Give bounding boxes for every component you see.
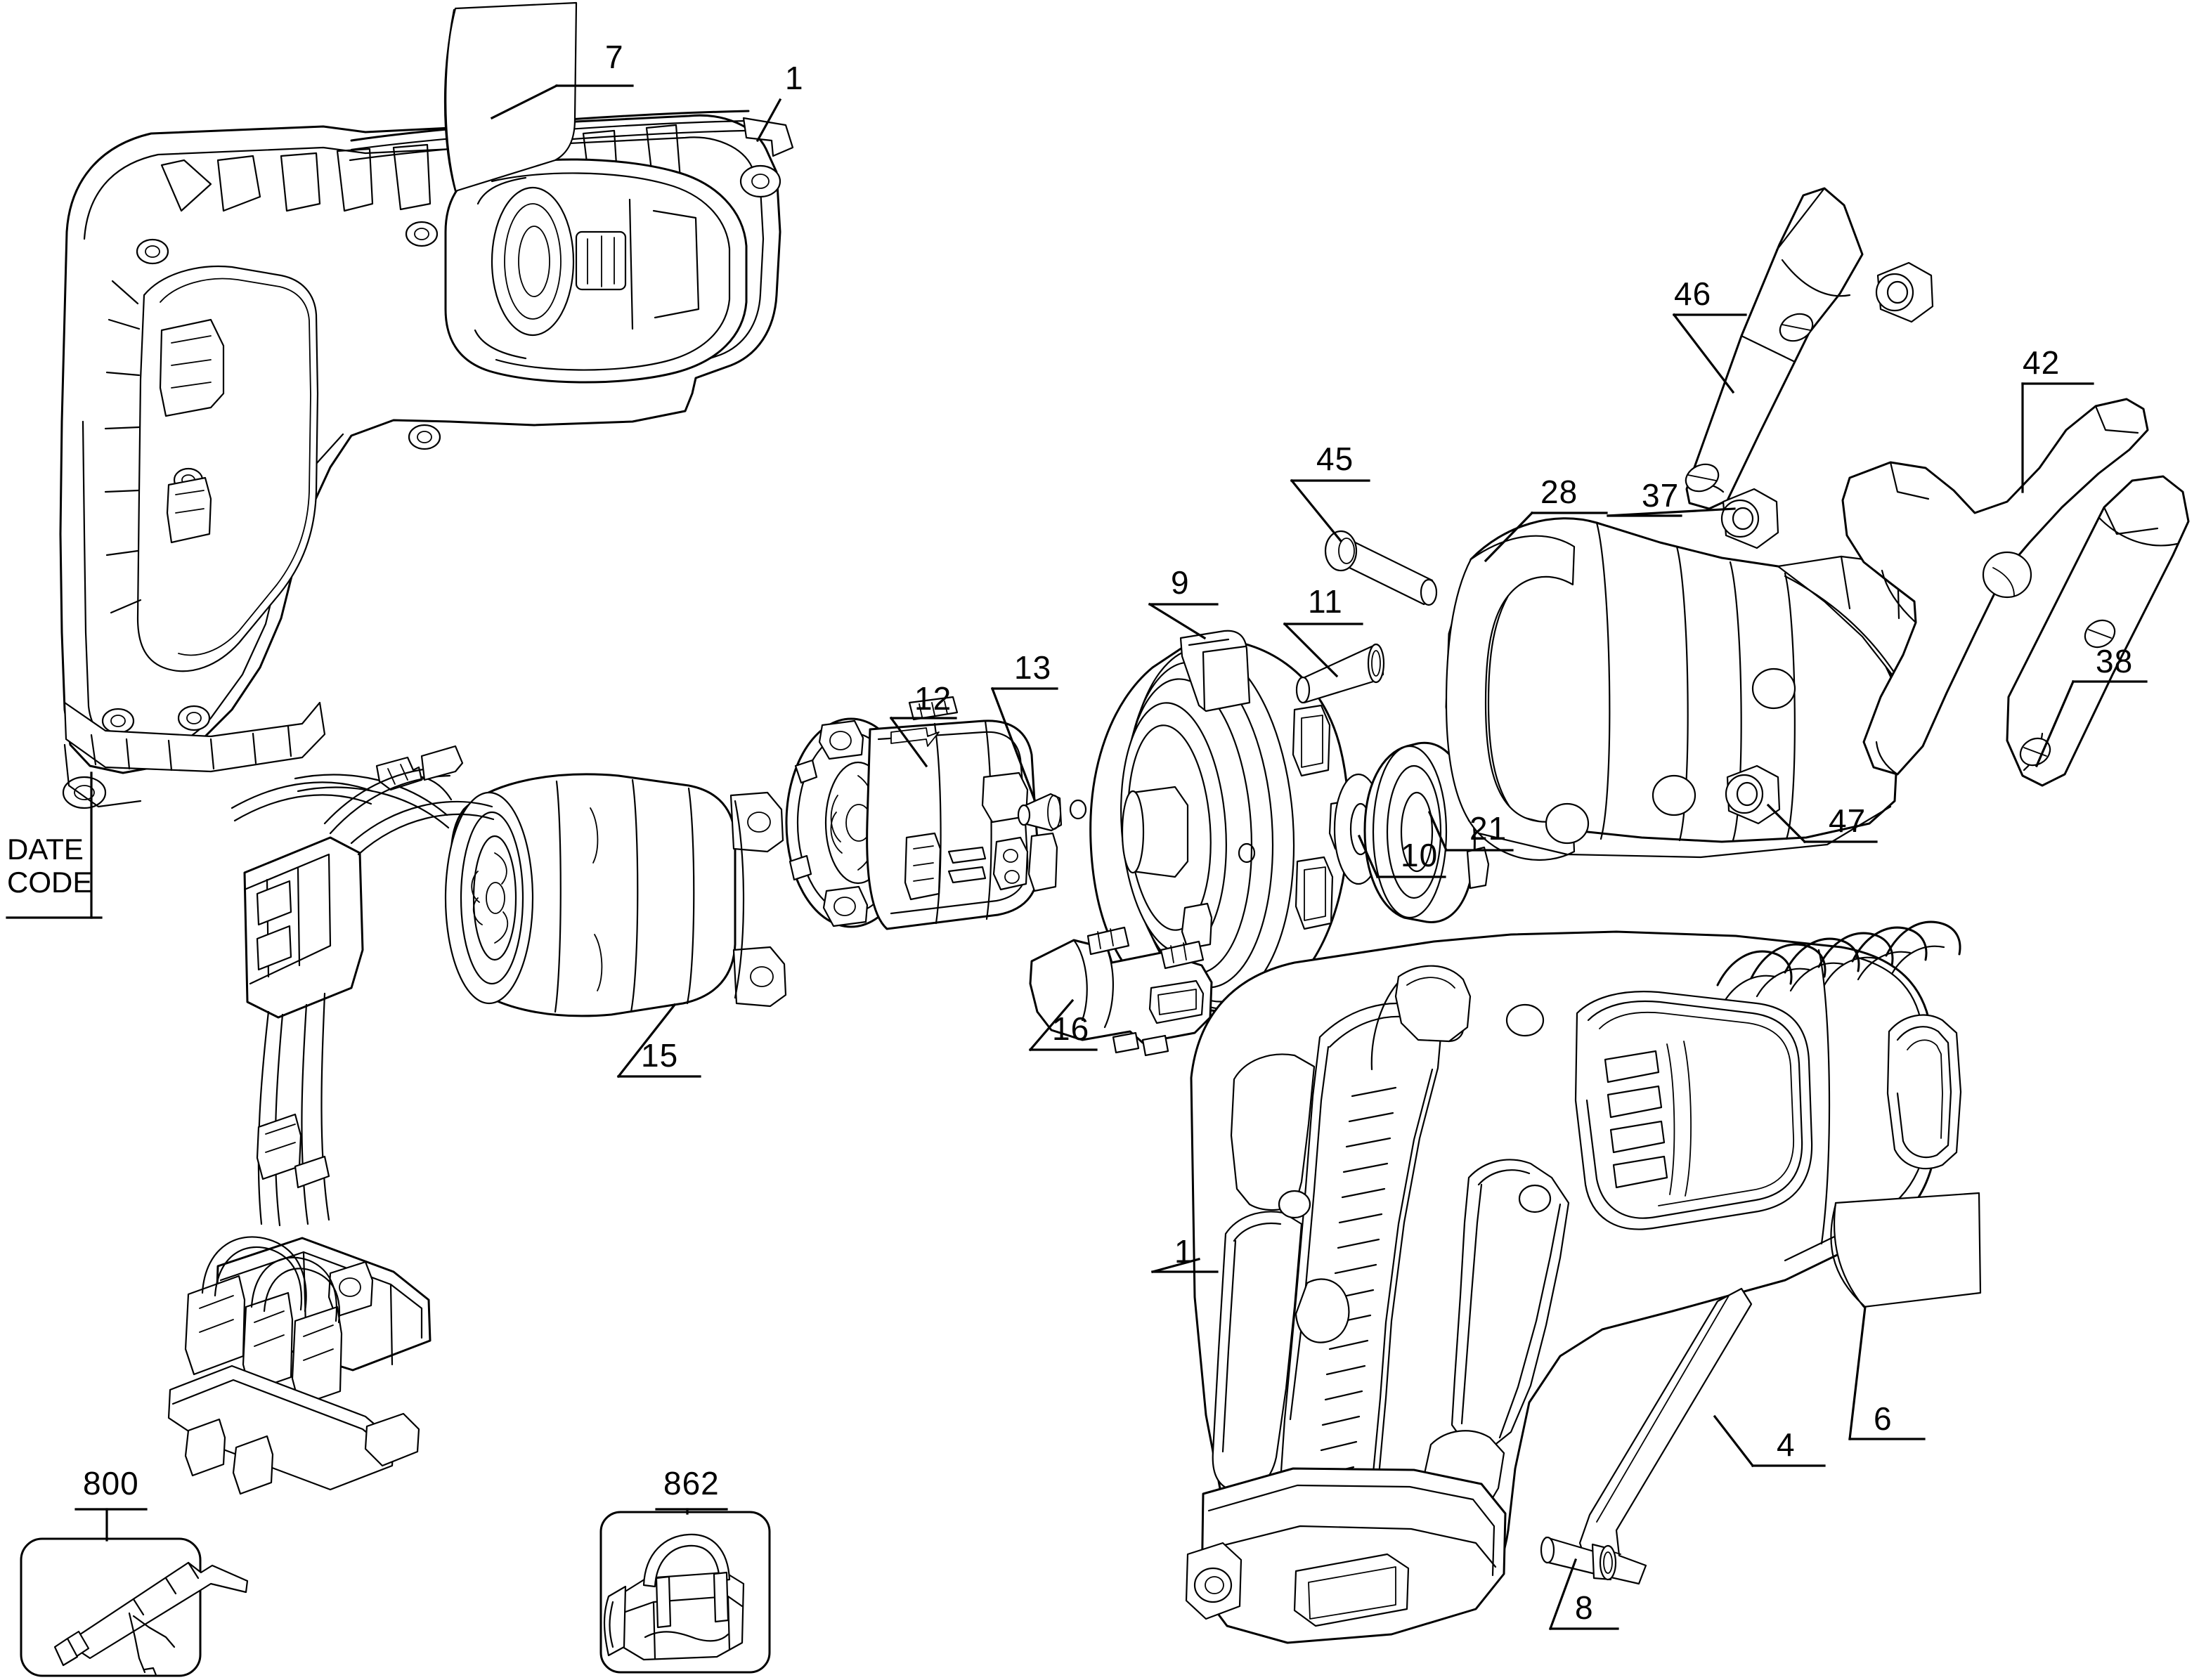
housing-clamshell-right-art [1185, 920, 1962, 1644]
callout-1-left: 1 [785, 60, 804, 96]
shoulder-bolt-art [1295, 643, 1385, 704]
vent-fins [1716, 920, 1961, 1005]
spacer-bushing-art [1725, 764, 1781, 825]
grille-slats [1604, 1041, 1692, 1197]
callout-10: 10 [1401, 837, 1439, 873]
callout-12: 12 [914, 680, 952, 717]
callout-4: 4 [1777, 1426, 1796, 1463]
dowel-pin-art [1017, 793, 1063, 832]
gear-case-cover-art [1445, 517, 1940, 861]
callout-13: 13 [1014, 649, 1052, 686]
callout-9: 9 [1171, 564, 1190, 601]
wire-connector-art [1029, 926, 1213, 1057]
switch-harness-art [167, 745, 495, 1495]
set-screw-art [1540, 1536, 1617, 1581]
callout-47: 47 [1829, 802, 1867, 839]
callout-28: 28 [1540, 474, 1578, 510]
callout-6: 6 [1874, 1400, 1893, 1437]
warning-label-decal-art [443, 1, 578, 193]
pivot-pin-long-art [1324, 530, 1438, 606]
callout-1-right: 1 [1174, 1233, 1193, 1270]
date-code-label: DATE CODE [7, 833, 93, 899]
callout-21: 21 [1469, 810, 1507, 847]
callout-800: 800 [83, 1465, 139, 1502]
clamp-lever-art [1841, 398, 2149, 776]
callout-16: 16 [1052, 1010, 1090, 1047]
callout-862: 862 [663, 1465, 720, 1502]
blade-clamp-plate-art [2006, 475, 2190, 787]
callout-7: 7 [605, 39, 624, 75]
callout-37: 37 [1642, 477, 1680, 514]
hex-wrench-art [1578, 1287, 1753, 1585]
gearbox-front-plate-art [785, 696, 1058, 930]
inset-box-800 [20, 1537, 249, 1677]
nameplate-decal-art [1830, 1192, 1982, 1308]
bushing-sleeve-art [1720, 261, 1934, 549]
callout-42: 42 [2023, 344, 2061, 381]
callout-45: 45 [1316, 441, 1354, 477]
drive-collar [491, 186, 627, 337]
shoe-blade-guide-art [1685, 187, 1864, 510]
inset-box-862 [599, 1511, 771, 1674]
motor-art [231, 756, 787, 1017]
callout-8: 8 [1575, 1589, 1594, 1626]
date-code-bracket [6, 771, 103, 919]
callout-38: 38 [2096, 643, 2134, 679]
callout-11: 11 [1308, 583, 1343, 620]
callout-leaders [74, 84, 2148, 1631]
callout-46: 46 [1674, 275, 1712, 312]
housing-clamshell-left-art [59, 110, 794, 809]
callout-15: 15 [641, 1037, 679, 1074]
